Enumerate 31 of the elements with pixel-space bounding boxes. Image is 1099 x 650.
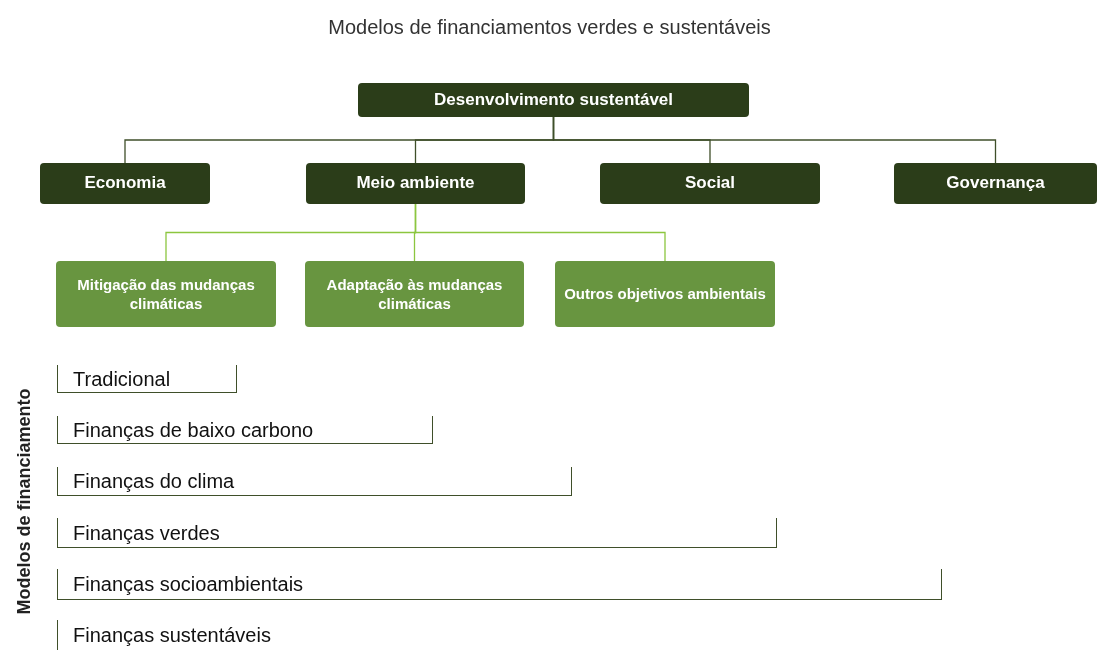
connector-line bbox=[414, 203, 666, 262]
subcategory-box bbox=[305, 261, 524, 327]
bracket-row bbox=[57, 467, 572, 496]
node-text: Social bbox=[684, 172, 736, 195]
category-box bbox=[600, 163, 820, 204]
category-box bbox=[40, 163, 210, 204]
node-text: Finanças de baixo carbono bbox=[73, 417, 314, 443]
category-box bbox=[306, 163, 525, 204]
node-text: Outros objetivos ambientais bbox=[564, 284, 766, 304]
diagram-title: Modelos de financiamentos verdes e sustentáveis bbox=[327, 16, 772, 39]
node-text: Governança bbox=[946, 172, 1045, 195]
node-text: Adaptação às mudanças climáticas bbox=[325, 274, 504, 314]
node-text: Finanças do clima bbox=[73, 469, 235, 494]
category-box bbox=[894, 163, 1097, 204]
axis-label: Modelos de financiamento bbox=[13, 387, 35, 617]
subcategory-box bbox=[56, 261, 276, 327]
node-text: Finanças socioambientais bbox=[73, 572, 304, 597]
node-text: Desenvolvimento sustentável bbox=[434, 88, 673, 111]
node-text: Finanças sustentáveis bbox=[73, 623, 271, 648]
node-text: Tradicional bbox=[73, 366, 171, 392]
bracket-row bbox=[57, 365, 237, 393]
connector-line bbox=[552, 116, 997, 164]
bracket-row bbox=[57, 569, 942, 600]
node-text: Mitigação das mudanças climáticas bbox=[76, 274, 256, 314]
subcategory-box bbox=[555, 261, 775, 327]
node-text: Finanças verdes bbox=[73, 520, 220, 546]
node-text: Economia bbox=[84, 172, 166, 195]
bracket-row bbox=[57, 416, 433, 444]
node-text: Meio ambiente bbox=[356, 172, 475, 195]
bracket-row bbox=[57, 518, 777, 548]
category-box bbox=[358, 83, 749, 117]
